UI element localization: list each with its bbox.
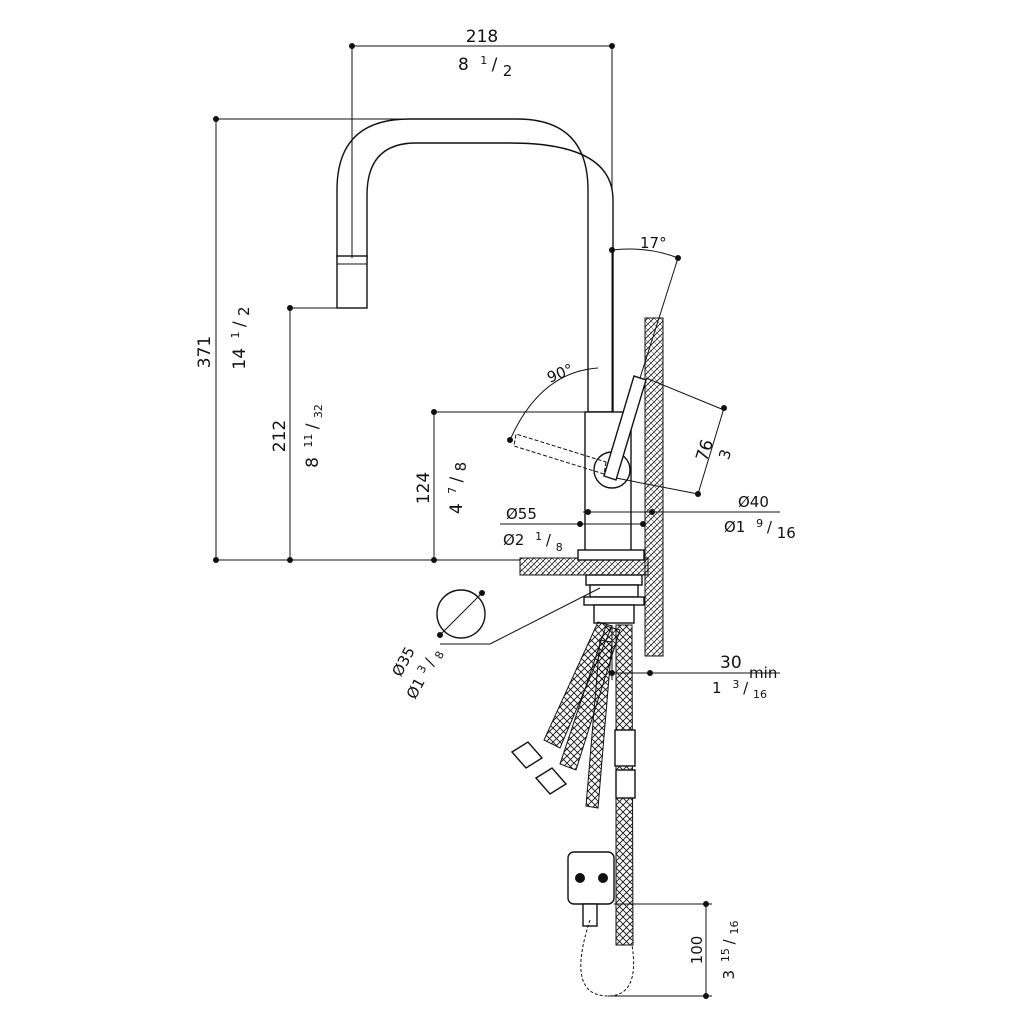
dim-spout-height-mm: 212 [270, 420, 290, 452]
dim-body-dia-in: Ø1 9 / 16 [724, 513, 796, 542]
dim-angle-tilt: 17° [640, 234, 667, 252]
base-ring [577, 549, 645, 561]
dim-height-total-mm: 371 [195, 336, 215, 368]
hose-loop [580, 919, 635, 997]
dim-lever-len-in: 3 [715, 447, 735, 462]
dim-wall-clear-mm: 30 min [720, 653, 777, 682]
quick-connector [615, 769, 636, 799]
dim-body-height-in: 4 7 / 8 [441, 462, 470, 514]
hose-inlet-1 [543, 621, 613, 749]
dim-angle-swing: 90° [544, 360, 575, 387]
hose-nut-1 [510, 741, 544, 769]
dim-height-total-in: 14 1 / 2 [224, 306, 253, 369]
dim-width-in: 8 1 / 2 [458, 49, 512, 80]
lever-handle [603, 375, 647, 481]
mounting-nut [589, 584, 639, 598]
mounting-washer [585, 574, 643, 586]
dim-body-dia-mm: Ø40 [738, 493, 769, 511]
dim-wall-clear-in: 1 3 / 16 [712, 674, 767, 701]
dim-spout-height-in: 8 11 / 32 [297, 404, 325, 468]
dim-base-dia-mm: Ø55 [506, 505, 537, 523]
dim-width-mm: 218 [466, 27, 498, 47]
mounting-plate [583, 596, 645, 606]
dim-hose-drop-mm: 100 [688, 936, 706, 965]
hose-inlet-3 [585, 639, 613, 809]
dim-hose-drop-in: 3 15 / 16 [715, 921, 741, 980]
lever-handle-swung [513, 433, 607, 475]
hose-nut-2 [534, 767, 568, 795]
threaded-shank [593, 604, 635, 624]
dim-base-dia-in: Ø2 1 / 8 [503, 526, 563, 554]
dim-body-height-mm: 124 [414, 472, 434, 504]
hose-connector [614, 729, 636, 767]
